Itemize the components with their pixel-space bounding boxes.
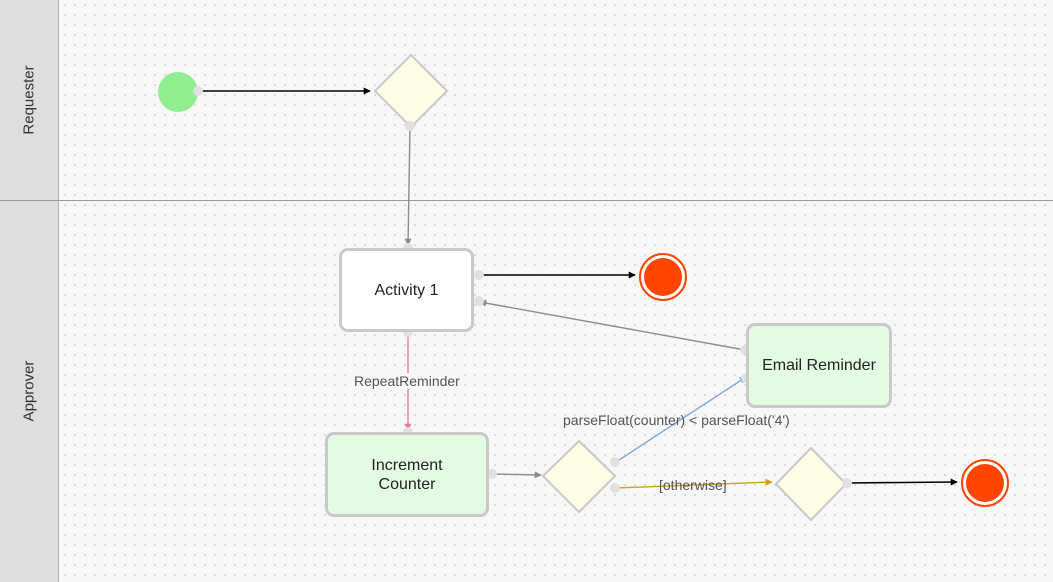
port [193, 86, 203, 96]
task-activity1-label: Activity 1 [374, 281, 439, 299]
port [842, 478, 852, 488]
task-activity1[interactable]: Activity 1 [339, 248, 474, 332]
start-event[interactable] [158, 72, 198, 112]
flow-increment-to-gateway[interactable] [491, 471, 542, 479]
port [474, 296, 484, 306]
end-event-final[interactable] [966, 464, 1004, 502]
port [610, 483, 620, 493]
task-increment-counter[interactable]: Increment Counter [325, 432, 489, 517]
task-increment-counter-label: Increment Counter [371, 456, 443, 493]
task-email-reminder[interactable]: Email Reminder [746, 323, 892, 408]
flow-gateway-to-final-end[interactable] [846, 478, 958, 486]
gateway-counter-check[interactable] [541, 439, 617, 514]
port [474, 270, 484, 280]
edge-label-repeat-reminder: RepeatReminder [354, 373, 460, 389]
port [610, 457, 620, 467]
lane-header-requester[interactable]: Requester [0, 0, 59, 200]
flow-gateway-otherwise[interactable] [615, 478, 773, 489]
gateway-merge[interactable] [774, 446, 848, 522]
edge-label-otherwise: [otherwise] [659, 477, 727, 493]
lane-divider [0, 200, 1053, 201]
task-email-reminder-label: Email Reminder [762, 357, 876, 374]
edge-label-condition: parseFloat(counter) < parseFloat('4') [563, 412, 790, 428]
flow-gateway-to-email[interactable] [615, 376, 747, 463]
port [405, 121, 415, 131]
flow-gateway-to-activity1[interactable] [404, 125, 412, 246]
flow-email-to-activity1[interactable] [479, 299, 746, 351]
lane-header-approver[interactable]: Approver [0, 200, 59, 582]
end-event-activity1[interactable] [644, 258, 682, 296]
port [487, 469, 497, 479]
gateway-requester[interactable] [373, 53, 449, 129]
